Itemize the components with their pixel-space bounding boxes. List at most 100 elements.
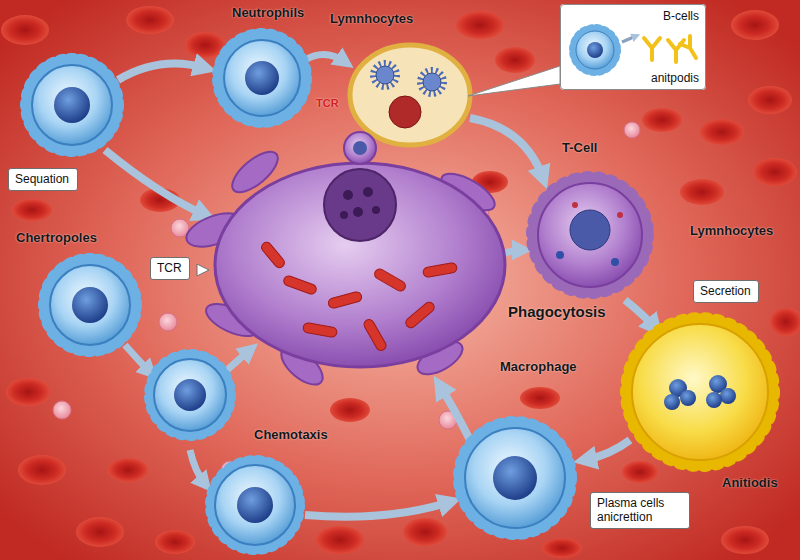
receptor-dot [572, 202, 578, 208]
cell-label: Phagocytosis [508, 303, 606, 320]
red-blood-cell [1, 15, 49, 45]
lymphocyte-nucleus [389, 96, 421, 128]
bacterium [260, 240, 287, 269]
cell-nucleus [245, 61, 279, 95]
red-blood-cell [76, 517, 124, 547]
box-text: B-cells [663, 9, 699, 23]
platelet [624, 122, 640, 138]
inset-pointer [468, 66, 560, 96]
t-cell [538, 183, 642, 287]
cell-spikes [219, 35, 305, 121]
platelet [159, 313, 177, 331]
inset-box: B-cells anitpodis [560, 4, 706, 90]
flow-arrow [190, 450, 205, 484]
box-text: Sequation [15, 172, 71, 186]
cell-label: Neutrophils [232, 6, 304, 21]
cell-label: Anitiodis [722, 476, 778, 491]
virus [423, 73, 441, 91]
cell-spikes [573, 28, 617, 72]
flow-arrow [440, 386, 470, 440]
receptor-dot [617, 212, 623, 218]
flow-arrow [470, 118, 543, 178]
cell-spikes [460, 423, 570, 533]
blue-cell [50, 265, 130, 345]
callout-box: Secretion [693, 280, 759, 303]
cell-nucleus [353, 141, 367, 155]
cell-spikes [533, 178, 647, 292]
flow-arrow [305, 502, 450, 517]
lymphocyte-cell [350, 45, 470, 145]
callout-box: Plasma cells anicrettion [590, 492, 690, 529]
cell-nucleus [570, 210, 610, 250]
red-blood-cell [700, 119, 744, 145]
nucleus-dot [372, 206, 380, 214]
callout-pointer [197, 264, 209, 276]
cell-nucleus [72, 287, 108, 323]
cell-granule [706, 392, 722, 408]
flow-arrow [305, 54, 345, 62]
blue-cell [154, 359, 226, 431]
red-blood-cell [126, 6, 174, 34]
cell-nucleus [493, 456, 537, 500]
virus-spikes [420, 70, 444, 94]
red-blood-cell [108, 458, 148, 482]
cell-spikes [150, 355, 230, 435]
cell-granule [664, 394, 680, 410]
virus [376, 66, 394, 84]
neutrophil-cell [224, 40, 300, 116]
red-blood-cell [753, 158, 797, 186]
callout-box: TCR [150, 257, 190, 280]
box-text: anitpodis [651, 71, 699, 85]
cell-label: Macrophage [500, 360, 577, 375]
flow-arrow [625, 300, 655, 328]
cell-label: TCR [316, 97, 339, 110]
nucleus-dot [340, 211, 348, 219]
receptor-dot [611, 258, 619, 266]
cell-nucleus [237, 487, 273, 523]
cell-label: T-Cell [562, 141, 597, 156]
cell-nucleus [587, 42, 603, 58]
cell-granule [680, 390, 696, 406]
red-blood-cell [12, 199, 52, 221]
red-blood-cell [680, 179, 724, 205]
red-blood-cell [642, 108, 682, 132]
virus-spikes [373, 63, 397, 87]
bacterium [302, 322, 337, 338]
nucleus-dot [363, 187, 373, 197]
red-blood-cell [456, 11, 504, 39]
red-blood-cell [155, 530, 195, 554]
cell-nucleus [174, 379, 206, 411]
red-blood-cell [731, 10, 779, 40]
cell-spikes [627, 319, 773, 465]
red-blood-cell [770, 308, 800, 336]
bacterium [327, 291, 362, 309]
red-blood-cell [18, 455, 66, 485]
cell-label: Chemotaxis [254, 428, 328, 443]
cell-spikes [45, 260, 135, 350]
cell-label: Lymnhocytes [330, 12, 413, 27]
b-cell [576, 31, 614, 69]
inset-arrow [622, 36, 636, 42]
red-blood-cell [185, 32, 225, 58]
nucleus-dot [353, 207, 363, 217]
red-blood-cell [520, 387, 560, 409]
red-blood-cell [721, 526, 769, 554]
bacterium [422, 262, 457, 278]
red-blood-cell [622, 461, 658, 483]
inset-ground [560, 4, 706, 90]
macrophage-nucleus [324, 169, 396, 241]
nucleus-dot [343, 190, 353, 200]
platelet [53, 401, 71, 419]
plasma-cell [465, 428, 565, 528]
bacterium [373, 267, 407, 293]
flow-arrow [105, 150, 205, 215]
bacterium [282, 274, 317, 295]
red-blood-cell [316, 526, 364, 554]
flow-arrow [118, 64, 205, 80]
cell-label: Chertropoles [16, 231, 97, 246]
bacterium [362, 318, 388, 352]
flow-arrow [125, 345, 150, 372]
cell-spikes [27, 60, 117, 150]
flow-arrow [225, 350, 250, 372]
